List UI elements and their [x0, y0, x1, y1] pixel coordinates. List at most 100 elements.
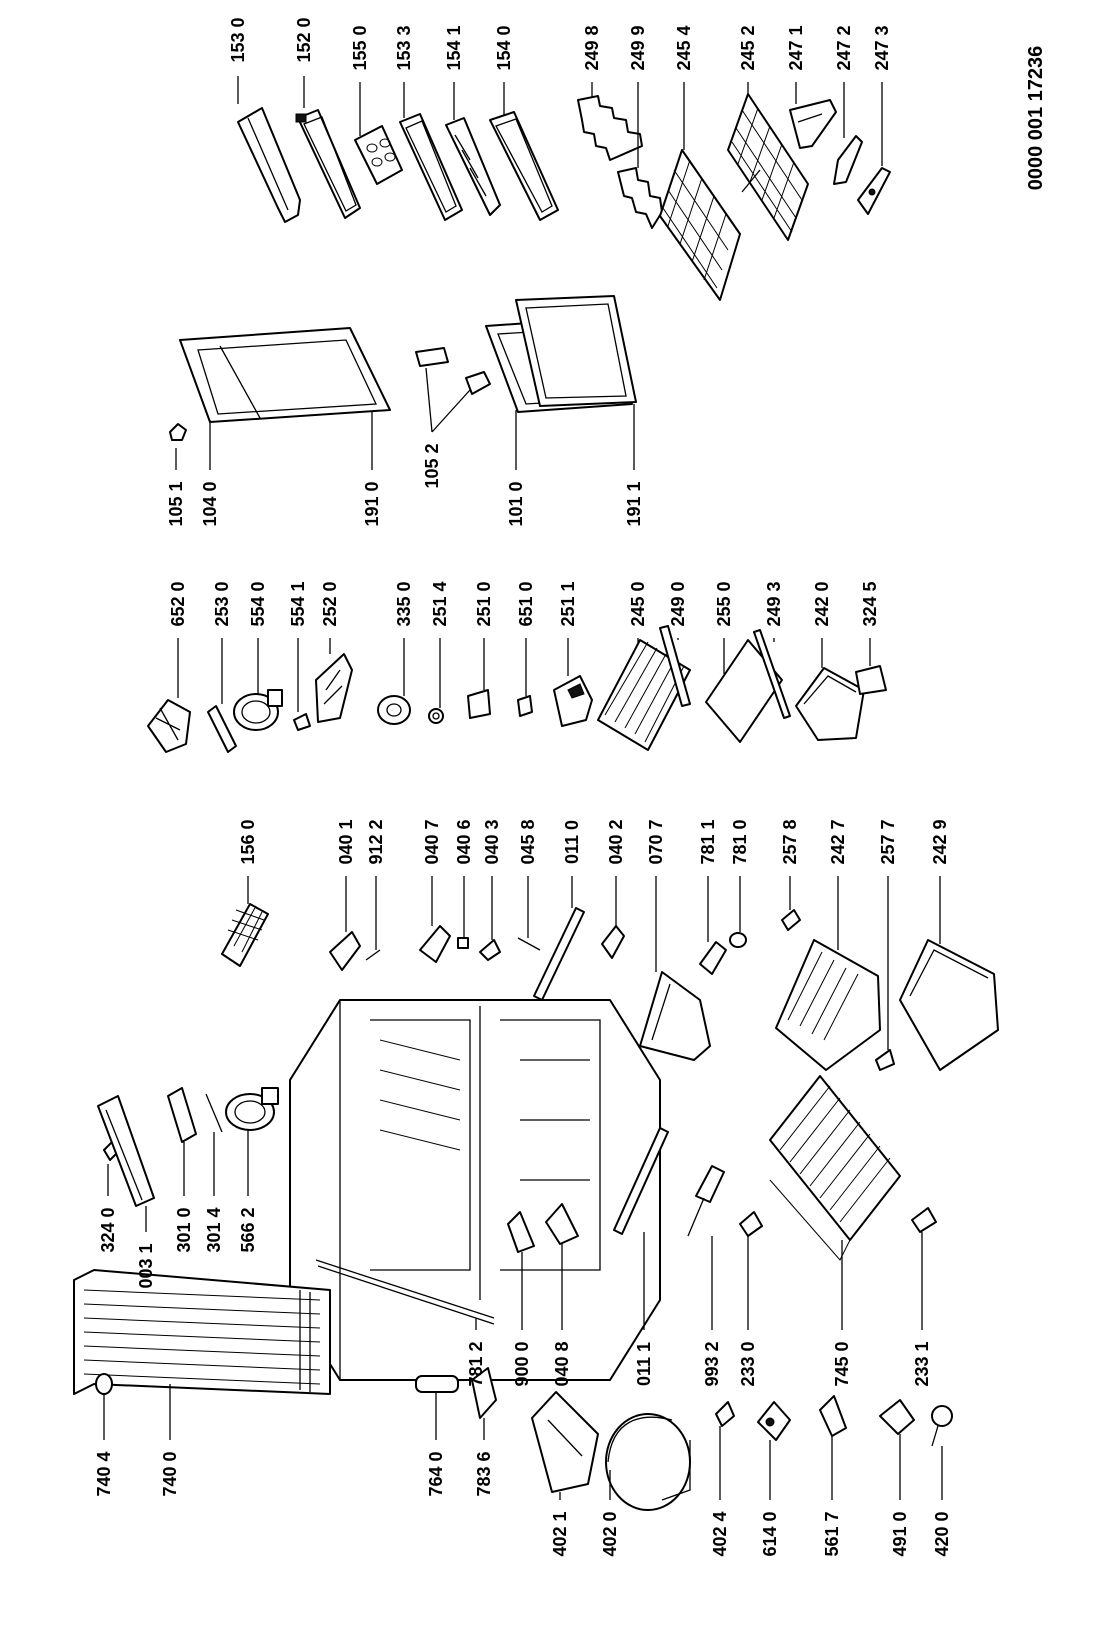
part-label: 003 1 — [136, 1243, 156, 1289]
part-label: 255 0 — [714, 581, 734, 627]
part-label: 153 3 — [394, 25, 414, 71]
clip-233-0 — [739, 1211, 763, 1237]
bracket-040-1 — [329, 931, 361, 971]
part-label: 249 9 — [628, 25, 648, 71]
part-label: 242 7 — [828, 819, 848, 865]
door-bin-154-0 — [489, 111, 559, 221]
fan-554-0 — [233, 689, 283, 731]
part-label: 040 6 — [454, 819, 474, 865]
cap-740-4 — [95, 1373, 113, 1395]
drawer-242-0 — [795, 667, 865, 741]
screw-045-8 — [517, 937, 541, 951]
part-label: 566 2 — [238, 1207, 258, 1253]
bin-cover-154-1 — [445, 117, 501, 216]
probe-301-4 — [205, 1093, 223, 1133]
part-label: 191 0 — [362, 481, 382, 527]
door-104-0 — [179, 327, 391, 423]
cabinet — [289, 999, 661, 1381]
clip-040-3 — [479, 939, 501, 961]
clip-257-7 — [875, 1049, 895, 1071]
part-label: 781 1 — [698, 819, 718, 865]
part-label: 614 0 — [760, 1511, 780, 1557]
part-label: 420 0 — [932, 1511, 952, 1557]
fan-cover-252-0 — [315, 653, 353, 723]
handle-247-1 — [789, 99, 837, 149]
part-label: 245 0 — [628, 581, 648, 627]
leader-lines — [103, 76, 943, 1500]
part-label: 257 8 — [780, 819, 800, 865]
fan-motor-652-0 — [147, 699, 191, 753]
part-label: 900 0 — [512, 1341, 532, 1387]
part-label: 070 7 — [646, 819, 666, 865]
condenser-740-0 — [73, 1269, 331, 1395]
part-label: 257 7 — [878, 819, 898, 865]
clip-233-1 — [911, 1207, 937, 1233]
gasket-strip-781-2 — [315, 1259, 495, 1325]
part-label: 781 0 — [730, 819, 750, 865]
trim-249-0 — [659, 625, 691, 707]
light-housing-070-7 — [639, 971, 711, 1061]
document-code: 0000 001 17236 — [1025, 45, 1047, 191]
part-label: 301 4 — [204, 1207, 224, 1253]
door-bin-152-0 — [295, 109, 361, 219]
handle-247-3 — [857, 167, 891, 215]
part-label: 402 0 — [600, 1511, 620, 1557]
part-label: 104 0 — [200, 481, 220, 527]
part-label: 252 0 — [320, 581, 340, 627]
evaporator-745-0 — [769, 1075, 901, 1261]
drawer-242-7 — [775, 939, 881, 1071]
part-label: 040 7 — [422, 819, 442, 865]
part-label: 011 1 — [634, 1341, 654, 1387]
part-label: 783 6 — [474, 1451, 494, 1497]
shaft-253-0 — [207, 705, 237, 753]
hose-783-6 — [471, 1367, 497, 1419]
part-label: 764 0 — [426, 1451, 446, 1497]
part-label: 491 0 — [890, 1511, 910, 1557]
part-label: 242 9 — [930, 819, 950, 865]
bottle-guard-249-8 — [577, 95, 643, 161]
part-label: 242 0 — [812, 581, 832, 627]
part-label: 040 1 — [336, 819, 356, 865]
part-label: 247 3 — [872, 25, 892, 71]
part-label: 105 2 — [422, 443, 442, 489]
lamp-781-0 — [729, 932, 747, 948]
capacitor-420-0 — [931, 1405, 953, 1447]
ice-tray-156-0 — [221, 903, 269, 967]
part-label: 247 1 — [786, 25, 806, 71]
part-label: 251 1 — [558, 581, 578, 627]
part-label: 745 0 — [832, 1341, 852, 1387]
part-label: 402 1 — [550, 1511, 570, 1557]
flap-324-5 — [855, 665, 887, 695]
fan-566-2 — [225, 1087, 279, 1131]
gasket-191-1 — [515, 295, 637, 407]
part-label: 249 0 — [668, 581, 688, 627]
part-label: 191 1 — [624, 481, 644, 527]
part-label: 154 1 — [444, 25, 464, 71]
wire-shelf-245-2 — [727, 93, 809, 241]
part-label: 249 3 — [764, 581, 784, 627]
part-label: 335 0 — [394, 581, 414, 627]
part-label: 155 0 — [350, 25, 370, 71]
part-label: 247 2 — [834, 25, 854, 71]
clip-040-6 — [457, 937, 469, 949]
knob-651-0 — [517, 695, 533, 717]
part-label: 105 1 — [166, 481, 186, 527]
part-label: 253 0 — [212, 581, 232, 627]
part-label: 233 0 — [738, 1341, 758, 1387]
compressor-402-0 — [605, 1413, 691, 1511]
bracket-040-7 — [419, 925, 451, 963]
hinge-pin-105-1 — [169, 423, 187, 441]
thermostat-301-0 — [167, 1087, 197, 1143]
part-label: 652 0 — [168, 581, 188, 627]
bottle-guard-249-9 — [617, 167, 663, 229]
part-label: 045 8 — [518, 819, 538, 865]
part-label: 101 0 — [506, 481, 526, 527]
part-label: 301 0 — [174, 1207, 194, 1253]
glass-shelf-255-0 — [705, 639, 783, 743]
trim-249-3 — [753, 629, 791, 719]
bracket-251-0 — [467, 689, 491, 719]
part-label: 402 4 — [710, 1511, 730, 1557]
egg-tray-155-0 — [354, 125, 403, 185]
